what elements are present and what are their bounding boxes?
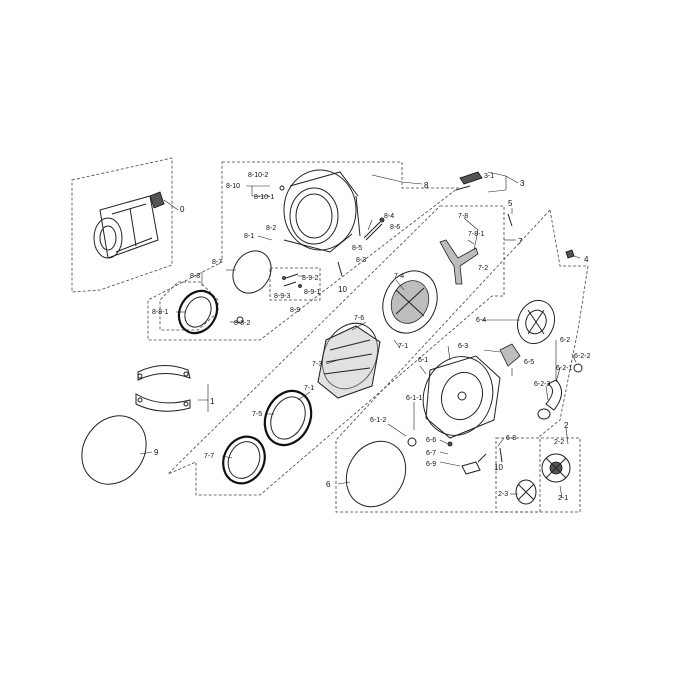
label-8-8: 8-8: [190, 273, 200, 280]
label-6-1-2: 6-1-2: [370, 417, 386, 424]
label-6-6: 6-6: [426, 437, 436, 444]
part-7-7-ring: [222, 435, 266, 485]
label-6-2-1: 6-2-1: [556, 365, 572, 372]
part-9-ring: [81, 415, 147, 485]
label-7: 7: [518, 237, 523, 246]
label-2-1: 2-1: [558, 495, 568, 502]
label-8-8-1: 8-8-1: [152, 309, 168, 316]
part-6-4-pulley: [516, 299, 556, 345]
part-6-9-hose-elbow: [461, 453, 487, 475]
label-6-1: 6-1: [418, 357, 428, 364]
callout-labels: 0 8 3-1 3 4 5 7 8-10-2 8-10 8-10-1 8-4 8…: [152, 172, 590, 502]
part-1-balancer: [135, 365, 191, 412]
leader-lines: [139, 171, 581, 499]
part-7-4-drum-back: [382, 270, 438, 334]
label-3: 3: [520, 179, 525, 188]
label-9: 9: [154, 448, 159, 457]
label-8-6: 8-6: [390, 224, 400, 231]
label-6-8: 6-8: [506, 435, 516, 442]
label-8-9-3: 8-9-3: [274, 293, 290, 300]
part-8-8-ring: [177, 289, 244, 335]
part-6-rear-tub: [422, 355, 501, 439]
label-7-8-1: 7-8-1: [468, 231, 484, 238]
label-8-7: 8-7: [212, 259, 222, 266]
label-7-4: 7-4: [394, 273, 404, 280]
label-7-1-bottom: 7-1: [304, 385, 314, 392]
part-6-gasket: [345, 440, 407, 508]
label-8-3: 8-3: [356, 257, 366, 264]
part-8-9-fasteners: [282, 273, 302, 288]
label-7-5: 7-5: [252, 411, 262, 418]
label-1: 1: [210, 397, 215, 406]
label-6-7: 6-7: [426, 450, 436, 457]
group-box-6: [335, 209, 589, 513]
label-8-10-2: 8-10-2: [248, 172, 268, 179]
part-4-screw: [565, 249, 575, 259]
label-8-4: 8-4: [384, 213, 394, 220]
label-0: 0: [180, 205, 185, 214]
label-8-10-1: 8-10-1: [254, 194, 274, 201]
label-8-9-2: 8-9-2: [302, 275, 318, 282]
group-box-8-9: [269, 267, 321, 301]
part-7-5-door-ring: [263, 389, 313, 447]
label-7-6: 7-6: [354, 315, 364, 322]
label-5: 5: [508, 199, 513, 208]
label-6-2-3: 6-2-3: [534, 381, 550, 388]
label-10-top: 10: [338, 285, 347, 294]
group-box-7: [167, 205, 505, 496]
label-6: 6: [326, 480, 331, 489]
part-0-tub-assembly: [93, 191, 165, 259]
part-6-1-2-seal: [407, 437, 417, 447]
label-8-9: 8-9: [290, 307, 300, 314]
label-6-3-top: 6-3: [458, 343, 468, 350]
label-8-1: 8-1: [244, 233, 254, 240]
part-10a-screw: [337, 261, 343, 277]
label-8-8-2: 8-8-2: [234, 320, 250, 327]
label-7-3: 7-3: [312, 361, 322, 368]
label-2-2: 2-2: [554, 439, 564, 446]
label-8-10: 8-10: [226, 183, 240, 190]
label-6-5: 6-5: [524, 359, 534, 366]
label-8-5: 8-5: [352, 245, 362, 252]
label-6-9: 6-9: [426, 461, 436, 468]
label-8-9-1: 8-9-1: [304, 289, 320, 296]
group-box-8-8: [159, 281, 219, 331]
part-7-8-spider: [439, 239, 479, 285]
part-6-2-hose: [537, 363, 583, 420]
group-box-8: [147, 161, 460, 341]
label-7-8: 7-8: [458, 213, 468, 220]
label-7-2: 7-2: [478, 265, 488, 272]
label-8-2: 8-2: [266, 225, 276, 232]
label-2-3: 2-3: [498, 491, 508, 498]
label-10-bottom: 10: [494, 463, 503, 472]
part-6-6-clip: [447, 441, 453, 447]
part-3-bracket: [455, 171, 483, 191]
group-box-0: [71, 157, 173, 293]
part-6-5-motor-bracket: [499, 343, 521, 367]
part-2-pump: [515, 453, 571, 505]
label-7-1-top: 7-1: [398, 343, 408, 350]
label-6-4: 6-4: [476, 317, 486, 324]
label-4: 4: [584, 255, 589, 264]
group-box-2: [495, 437, 581, 513]
label-7-7: 7-7: [204, 453, 214, 460]
label-2: 2: [564, 421, 569, 430]
label-8: 8: [424, 181, 429, 190]
part-5-small: [507, 213, 513, 227]
part-10b-screw: [499, 447, 503, 463]
label-6-2-2: 6-2-2: [574, 353, 590, 360]
part-7-6-drum: [317, 322, 381, 399]
label-6-1-1: 6-1-1: [406, 395, 422, 402]
part-8-4-spring: [363, 217, 385, 241]
label-6-2: 6-2: [560, 337, 570, 344]
part-8-front-tub: [279, 169, 361, 253]
part-8-7-gasket: [232, 250, 272, 294]
label-3-1: 3-1: [484, 173, 494, 180]
